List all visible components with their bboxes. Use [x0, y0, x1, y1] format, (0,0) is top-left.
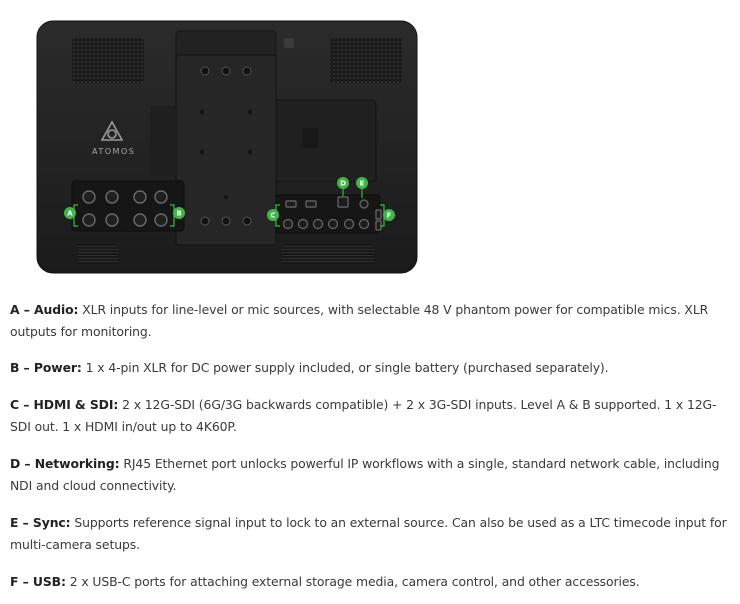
- feature-networking: D – Networking: RJ45 Ethernet port unloc…: [10, 453, 732, 497]
- feature-power: B – Power: 1 x 4-pin XLR for DC power su…: [10, 357, 732, 379]
- feature-label: C – HDMI & SDI:: [10, 397, 119, 412]
- feature-text: XLR inputs for line-level or mic sources…: [10, 302, 709, 339]
- brand-logo-text: ATOMOS: [92, 147, 135, 156]
- feature-text: RJ45 Ethernet port unlocks powerful IP w…: [10, 456, 720, 493]
- marker-f: F: [387, 212, 392, 220]
- marker-a: A: [67, 210, 73, 218]
- feature-label: F – USB:: [10, 574, 66, 589]
- feature-audio: A – Audio: XLR inputs for line-level or …: [10, 299, 732, 343]
- feature-label: E – Sync:: [10, 515, 71, 530]
- product-rear-image: ATOMOS A B C D E: [0, 0, 740, 290]
- feature-sync: E – Sync: Supports reference signal inpu…: [10, 512, 732, 556]
- marker-e: E: [360, 180, 365, 188]
- marker-c: C: [270, 212, 275, 220]
- feature-text: Supports reference signal input to lock …: [10, 515, 727, 552]
- feature-text: 2 x USB-C ports for attaching external s…: [65, 574, 640, 589]
- feature-label: D – Networking:: [10, 456, 120, 471]
- feature-usb: F – USB: 2 x USB-C ports for attaching e…: [10, 571, 732, 593]
- feature-label: A – Audio:: [10, 302, 79, 317]
- marker-d: D: [340, 180, 346, 188]
- feature-text: 2 x 12G-SDI (6G/3G backwards compatible)…: [10, 397, 717, 434]
- feature-label: B – Power:: [10, 360, 82, 375]
- feature-hdmi-sdi: C – HDMI & SDI: 2 x 12G-SDI (6G/3G backw…: [10, 394, 732, 438]
- feature-text: 1 x 4-pin XLR for DC power supply includ…: [81, 360, 609, 375]
- marker-b: B: [176, 210, 181, 218]
